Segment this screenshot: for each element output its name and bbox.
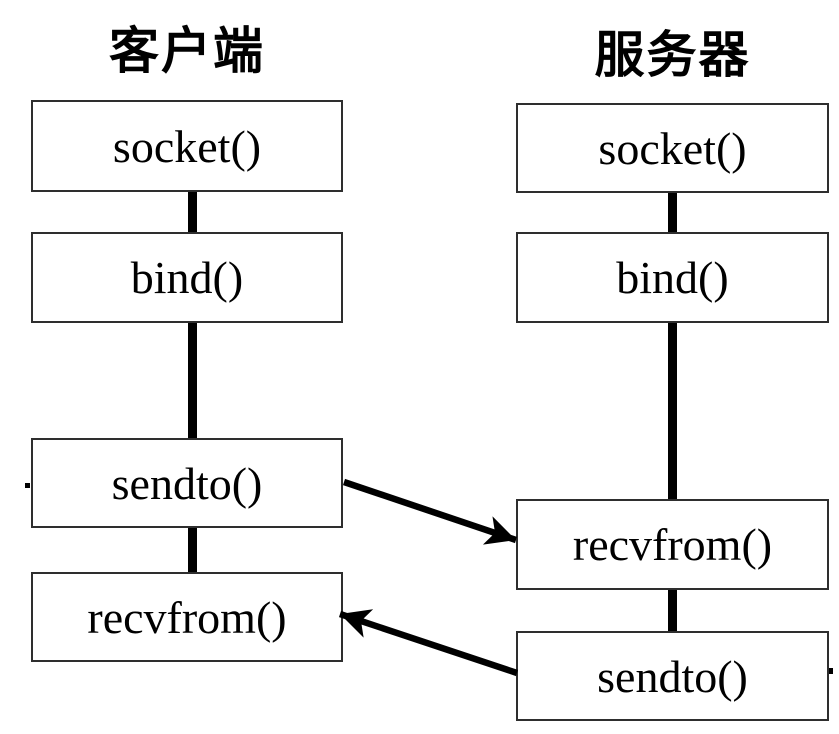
server-socket-bind-connector [668,193,677,232]
server-bind-recvfrom-connector [668,323,677,499]
client-socket-bind-connector [188,192,197,232]
server-column-title: 服务器 [594,27,751,83]
server-socket-box: socket() [516,103,829,193]
arrow-server-sendto-to-client-recvfrom [338,609,519,677]
right-edge-artifact [825,668,833,674]
client-bind-sendto-connector [188,323,197,438]
server-bind-box: bind() [516,232,829,323]
client-sendto-box: sendto() [31,438,343,528]
server-sendto-box: sendto() [516,631,829,721]
client-column-title: 客户端 [109,23,265,79]
client-sendto-recvfrom-connector [188,528,197,572]
left-edge-artifact [25,483,30,488]
client-bind-box: bind() [31,232,343,323]
server-recvfrom-box: recvfrom() [516,499,829,590]
server-recvfrom-sendto-connector [668,590,677,631]
client-socket-box: socket() [31,100,343,192]
arrow-client-sendto-to-server-recvfrom [342,478,518,545]
client-recvfrom-box: recvfrom() [31,572,343,662]
